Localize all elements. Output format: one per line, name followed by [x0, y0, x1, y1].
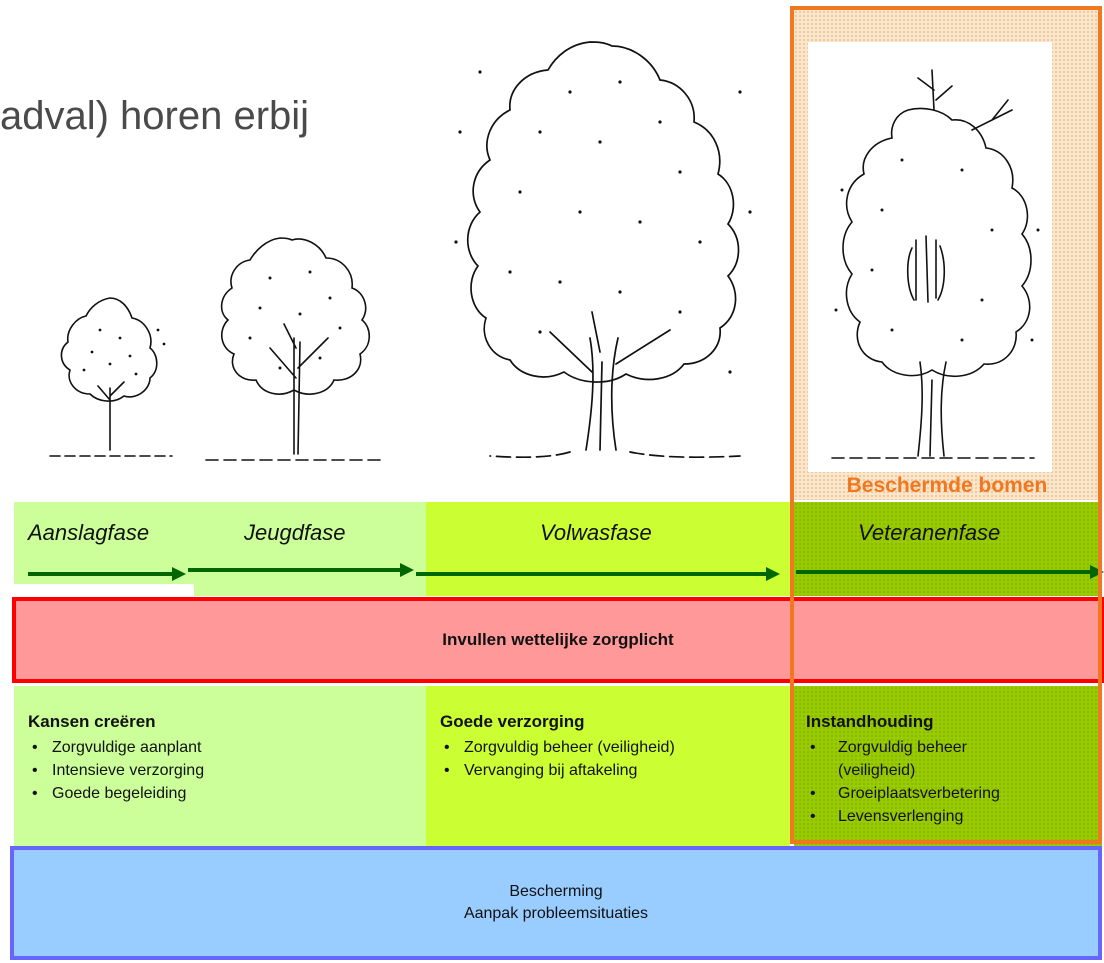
- column-heading-kansen: Kansen creëren: [28, 712, 156, 731]
- list-item: Goede begeleiding: [28, 782, 204, 805]
- veteran-tree-icon: [831, 69, 1040, 459]
- column-list-instandhouding: Zorgvuldig beheer (veiligheid) Groeiplaa…: [806, 736, 1096, 828]
- column-heading-verzorging: Goede verzorging: [440, 712, 585, 731]
- list-item: Zorgvuldig beheer (veiligheid): [440, 736, 675, 759]
- duty-of-care-bar: Invullen wettelijke zorgplicht: [12, 597, 1104, 683]
- list-item: Vervanging bij aftakeling: [440, 759, 675, 782]
- veteran-tree-image-background: [808, 42, 1052, 472]
- phase-band-early-extension: [194, 584, 426, 596]
- sapling-tree-icon: [49, 297, 173, 457]
- mature-tree-icon: [454, 41, 752, 459]
- list-item: Zorgvuldige aanplant: [28, 736, 204, 759]
- protection-line-2: Aanpak probleemsituaties: [463, 905, 649, 922]
- phase-arrows: [28, 563, 1104, 581]
- list-item: Zorgvuldig beheer (veiligheid): [806, 736, 1028, 782]
- phase-band-mature: [426, 502, 790, 596]
- phase-label-volwasfase: Volwasfase: [540, 520, 652, 545]
- duty-of-care-label: Invullen wettelijke zorgplicht: [442, 630, 674, 649]
- list-item: Groeiplaatsverbetering: [806, 782, 1096, 805]
- phase-label-aanslagfase: Aanslagfase: [28, 520, 150, 545]
- protection-bar: Bescherming Aanpak probleemsituaties: [10, 846, 1102, 960]
- column-heading-instandhouding: Instandhouding: [806, 712, 934, 731]
- list-item: Intensieve verzorging: [28, 759, 204, 782]
- list-item: Levensverlenging: [806, 805, 1096, 828]
- phase-label-jeugdfase: Jeugdfase: [244, 520, 346, 545]
- protected-trees-label: Beschermde bomen: [846, 474, 1048, 497]
- slide-title: adval) horen erbij: [0, 94, 310, 138]
- protection-line-1: Bescherming: [509, 883, 603, 900]
- column-list-verzorging: Zorgvuldig beheer (veiligheid) Vervangin…: [440, 736, 675, 782]
- column-list-kansen: Zorgvuldige aanplant Intensieve verzorgi…: [28, 736, 204, 805]
- young-tree-icon: [205, 237, 387, 461]
- phase-label-veteranenfase: Veteranenfase: [858, 520, 1001, 545]
- phase-band-veteran: [794, 502, 1102, 596]
